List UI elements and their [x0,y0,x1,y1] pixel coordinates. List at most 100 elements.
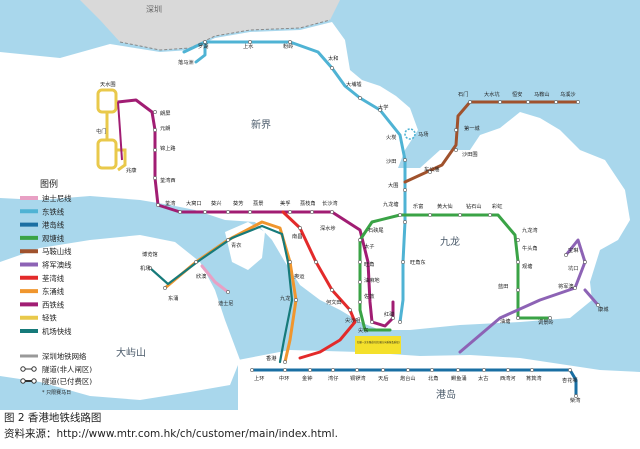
station-marker [516,238,520,242]
station-hongkong: 香港 [266,354,277,362]
station-kowloontong: 九龙塘 [383,200,399,208]
kwun-tong-line [358,213,552,332]
figure-source: 资料来源：http://www.mtr.com.hk/ch/customer/m… [4,428,338,440]
station-racecourse: 马场 [418,130,428,138]
legend-title: 图例 [40,178,58,190]
station-marker [310,210,314,214]
legend-label-0: 迪士尼线 [42,194,72,203]
station-olympic: 奥运 [294,272,305,280]
station-tungchung: 东涌 [168,294,178,302]
station-marker [456,368,460,372]
station-marker [283,360,287,364]
station-marker [288,40,292,44]
region-kowloon: 九龙 [440,235,460,248]
station-hanghau: 坑口 [568,264,578,272]
station-tsimshatsui: 尖沙咀 [345,316,361,324]
station-marker [554,100,558,104]
station-tinshuiwai: 天水围 [100,80,116,88]
station-eaststs: 尖东 [358,326,368,334]
station-marker [526,100,530,104]
east-rail-line [182,40,407,324]
station-fanling: 粉岭 [283,42,293,50]
station-taiwai: 大围 [388,181,398,189]
station-yuenlong: 元朗 [160,124,170,132]
figure-caption: 图 2 香港地铁线路图 资料来源：http://www.mtr.com.hk/c… [4,410,636,442]
station-marker [178,210,182,214]
station-tseungkwano: 将军澳 [558,282,574,290]
station-kwaihing: 葵兴 [211,199,221,207]
station-kowloon: 九龙 [280,294,290,302]
station-tsuenwanwest: 荃湾西 [160,176,176,184]
hunghom-note-box [355,336,401,354]
station-marker [403,188,407,192]
station-marker [156,203,160,207]
station-marker [564,253,568,257]
station-marker [203,210,207,214]
station-marker [516,316,520,320]
station-marker [403,158,407,162]
station-lohaspark: 康城 [598,305,609,313]
station-marker [330,66,334,70]
station-maonshan: 马鞍山 [534,90,550,98]
legend-label-9: 轻铁 [42,314,57,323]
station-marker [428,170,432,174]
border-line [119,19,331,51]
station-tuenmun: 屯门 [96,127,106,135]
station-marker [428,213,432,217]
station-taikoo: 太古 [478,374,488,382]
station-shatin: 沙田 [386,158,396,165]
station-tinhau: 天后 [378,374,388,382]
station-saiwanho: 西湾河 [500,374,516,382]
region-lantau: 大屿山 [116,346,146,359]
station-kamsheungroad: 锦上路 [160,144,176,152]
station-meifoo: 美孚 [280,199,290,207]
station-fotan: 火炭 [386,134,396,141]
station-marker [530,368,534,372]
station-marker [516,260,520,264]
station-sunnybay: 欣澳 [196,272,207,280]
island-line [250,368,578,398]
station-marker [391,316,395,320]
region-shenzhen: 深圳 [146,4,162,14]
legend-footnote: * 只限赛马日 [42,389,71,396]
station-marker [468,100,472,104]
station-marker [358,238,362,242]
figure-title: 图 2 香港地铁线路图 [4,412,102,424]
station-marker [308,368,312,372]
station-cheungshawan: 长沙湾 [322,199,338,207]
station-sheungwan: 上环 [254,374,264,382]
station-marker [358,96,362,100]
legend-symbols: 深圳地铁网络 隧道(非人闸区) 隧道(已付费区) * 只限赛马日 [20,352,92,396]
station-marker [430,368,434,372]
station-marker [331,368,335,372]
station-tiukengleng: 调景岭 [538,318,554,326]
station-marker [506,368,510,372]
station-jordan: 佐敦 [364,292,375,300]
station-marker [358,300,362,304]
station-taishuihang: 大水坑 [484,90,500,98]
station-marker [203,40,207,44]
region-new-territories: 新界 [251,118,271,131]
station-mongkokeast: 旺角东 [410,258,426,266]
station-disneyland: 迪士尼 [218,299,234,307]
station-kowloonbay: 九龙湾 [522,226,538,234]
airport-island [110,258,170,302]
station-marker [458,213,462,217]
station-taipomarket: 大埔墟 [346,80,362,88]
station-homantin: 何文田 [326,298,342,306]
legend-label-3: 观塘线 [42,234,65,243]
airport-express-line [148,224,294,364]
station-marker [401,260,405,264]
legend-label-1: 东铁线 [42,207,65,216]
station-marker [358,280,362,284]
station-marker [403,220,407,224]
legend-label-2: 港岛线 [42,221,65,230]
station-marker [516,288,520,292]
station-marker [248,210,252,214]
station-shaukeiwan: 筲箕湾 [526,374,542,382]
legend-label-8: 西铁线 [42,300,65,309]
station-shekkipmei: 石硖尾 [368,226,384,234]
station-hengfachuen: 杏花邨 [562,376,578,384]
station-yautong: 油塘 [500,317,510,325]
